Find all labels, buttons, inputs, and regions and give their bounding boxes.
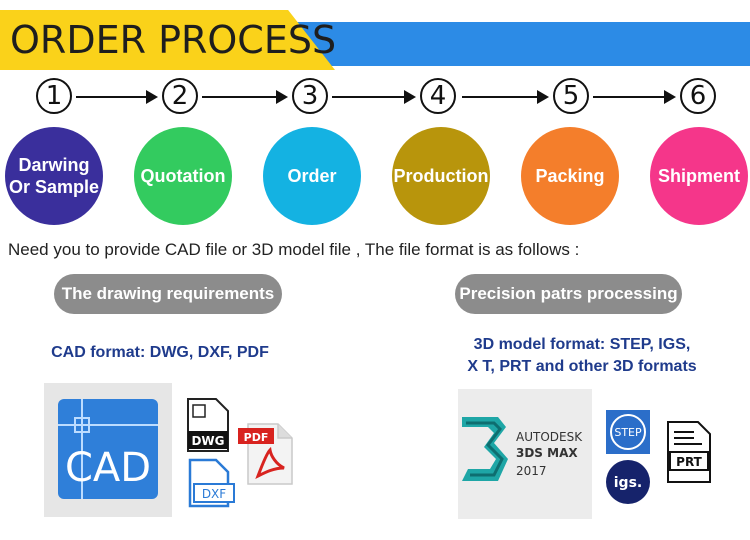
cad-app-icon: CAD: [58, 399, 158, 499]
step-label: Shipment: [657, 166, 740, 186]
banner-yellow-tab: [0, 10, 335, 70]
step-label-line: Or Sample: [8, 177, 100, 197]
step-label-line: Darwing: [18, 155, 90, 175]
3d-format-line-2: X T, PRT and other 3D formats: [467, 358, 697, 375]
pdf-file-icon: PDF: [238, 423, 293, 485]
precision-processing-pill: Precision patrs processing: [455, 274, 682, 314]
file-format-intro: Need you to provide CAD file or 3D model…: [8, 240, 580, 259]
igs-label: igs.: [614, 475, 642, 491]
cad-app-tile: CAD: [44, 383, 172, 517]
step-circle-packing: Packing: [521, 127, 619, 225]
cad-format-text: CAD format: DWG, DXF, PDF: [51, 344, 269, 361]
drawing-requirements-pill: The drawing requirements: [54, 274, 282, 314]
banner-blue-stripe: [250, 22, 750, 66]
3d-format-line-1: 3D model format: STEP, IGS,: [473, 336, 691, 353]
3ds-line-3: 2017: [516, 464, 547, 478]
header-banner: ORDER PROCESS: [0, 0, 750, 72]
step-label: Production: [393, 166, 489, 186]
step-number-1: 1: [36, 78, 72, 114]
step-label: Packing: [535, 166, 605, 186]
dxf-file-icon: DXF: [188, 458, 235, 508]
step-number-4: 4: [420, 78, 456, 114]
page-title: ORDER PROCESS: [10, 18, 337, 62]
arrow-right-icon: [76, 90, 158, 104]
arrow-right-icon: [462, 90, 549, 104]
step-label: STEP: [614, 426, 642, 439]
step-number-3: 3: [292, 78, 328, 114]
step-label: Order: [287, 166, 337, 186]
prt-label: PRT: [676, 455, 702, 469]
arrow-right-icon: [332, 90, 416, 104]
step-circle-production: Production: [392, 127, 490, 225]
3ds-max-tile: AUTODESK 3DS MAX 2017: [458, 389, 592, 519]
3ds-line-1: AUTODESK: [516, 430, 583, 444]
3ds-max-icon: AUTODESK 3DS MAX 2017: [462, 417, 583, 481]
3d-format-text: 3D model format: STEP, IGS, X T, PRT and…: [440, 334, 724, 378]
dxf-label: DXF: [202, 487, 226, 501]
arrow-right-icon: [202, 90, 288, 104]
3ds-line-2: 3DS MAX: [516, 446, 578, 460]
step-circle-order: Order: [263, 127, 361, 225]
cad-icon-label: CAD: [65, 445, 151, 491]
step-circle-shipment: Shipment: [650, 127, 748, 225]
arrow-right-icon: [593, 90, 676, 104]
igs-file-icon: igs.: [606, 460, 650, 504]
step-number-6: 6: [680, 78, 716, 114]
step-label: Quotation: [140, 166, 226, 186]
prt-file-icon: PRT: [667, 421, 711, 483]
dwg-file-icon: DWG: [187, 398, 229, 452]
pdf-label: PDF: [244, 431, 269, 444]
dwg-label: DWG: [191, 434, 224, 448]
step-circle-quotation: Quotation: [134, 127, 232, 225]
step-number-5: 5: [553, 78, 589, 114]
step-number-2: 2: [162, 78, 198, 114]
step-file-icon: STEP: [606, 410, 650, 454]
